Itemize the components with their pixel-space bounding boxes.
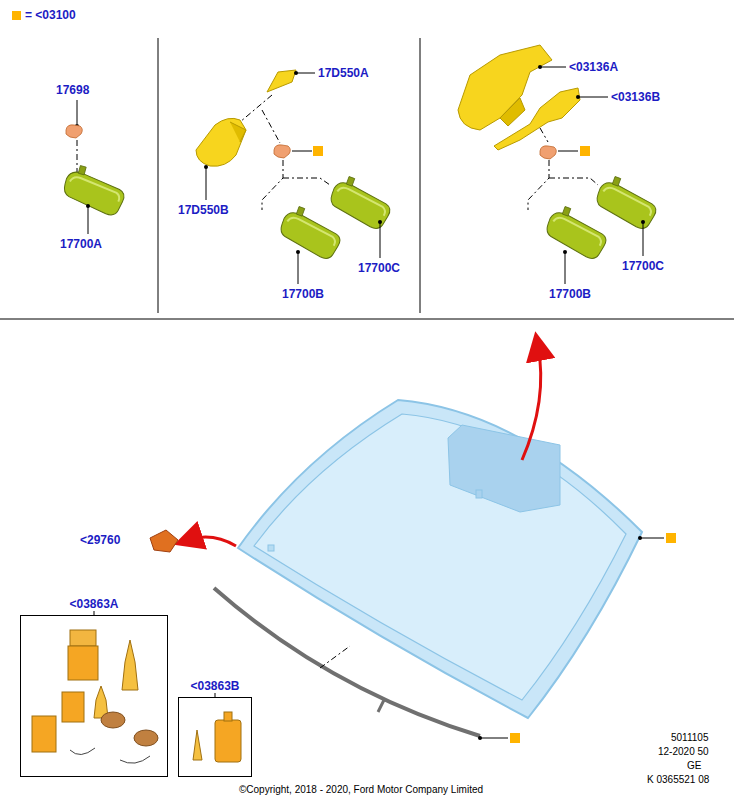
callout-number: <03136A [569,60,618,74]
callout-number: 17700B [282,287,324,301]
callout-number: 17700C [358,261,400,275]
legend-text: = <03100 [25,8,76,22]
drawing-reference: K 0365521 08 [647,774,709,786]
legend-swatch [12,11,21,20]
callout-number: 17D550A [318,66,369,80]
kit-box: <03863A [20,615,168,777]
drawing-code: 5011105 [671,732,708,744]
callout-number: <03136B [611,90,660,104]
drawing-date: 12-2020 50 [658,746,709,758]
callout-number: 17698 [56,83,89,97]
callout-number: 17700C [622,259,664,273]
callout-number: 17700A [60,237,102,251]
kit-heading: <03863B [190,679,239,693]
drawing-region: GE [687,760,701,772]
legend: = <03100 [12,8,76,22]
callout-number: 17700B [549,287,591,301]
callout-number: <29760 [80,533,120,547]
kit-box: <03863B [178,697,252,777]
copyright-note: ©Copyright, 2018 - 2020, Ford Motor Comp… [239,784,483,796]
kit-heading: <03863A [69,597,118,611]
callout-number: 17D550B [178,203,229,217]
